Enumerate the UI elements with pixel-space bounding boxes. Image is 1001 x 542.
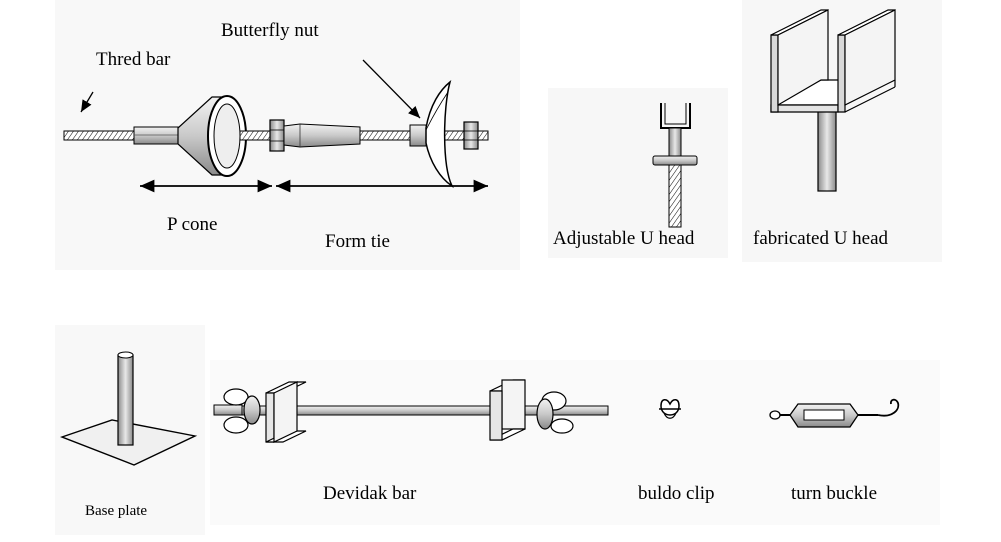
buldo-clip-drawing: [659, 399, 681, 419]
adjustable-screw: [668, 164, 682, 228]
thread-bar-left: [63, 130, 137, 141]
label-form-tie: Form tie: [325, 231, 390, 252]
label-thred-bar: Thred bar: [96, 49, 171, 70]
form-tie-assembly: [63, 59, 489, 193]
panel-lower-items: [210, 360, 940, 525]
devidak-bar-drawing: [213, 379, 609, 443]
tie-sleeve: [283, 123, 361, 148]
devidak-wing-nut-right: [536, 391, 574, 434]
label-devidak-bar: Devidak bar: [323, 483, 417, 504]
devidak-wing-nut-left: [223, 388, 261, 434]
butterfly-nut: [409, 79, 454, 189]
label-fabricated-u-head: fabricated U head: [753, 228, 889, 249]
turn-buckle-drawing: [769, 398, 900, 428]
label-adjustable-u-head: Adjustable U head: [553, 228, 695, 249]
devidak-bracket-left: [265, 381, 307, 443]
label-buldo-clip: buldo clip: [638, 483, 715, 504]
base-plate-drawing: [59, 351, 198, 466]
hex-nut-left: [269, 119, 285, 152]
butterfly-nut-pointer: [362, 59, 421, 119]
thred-bar-pointer: [80, 91, 94, 113]
adjustable-u-head-drawing: [652, 103, 698, 228]
label-butterfly-nut: Butterfly nut: [221, 20, 319, 41]
adjusting-nut: [652, 155, 698, 166]
coupler: [133, 126, 179, 145]
turn-buckle-hook: [877, 398, 900, 417]
label-p-cone: P cone: [167, 214, 218, 235]
plate-post: [117, 354, 134, 446]
label-base-plate: Base plate: [85, 503, 148, 519]
devidak-bracket-right: [489, 379, 526, 441]
label-turn-buckle: turn buckle: [791, 483, 878, 504]
fabricated-u-head-drawing: [770, 9, 896, 192]
panel-adjustable-u-head: [548, 88, 728, 258]
hex-nut-right: [463, 121, 479, 150]
